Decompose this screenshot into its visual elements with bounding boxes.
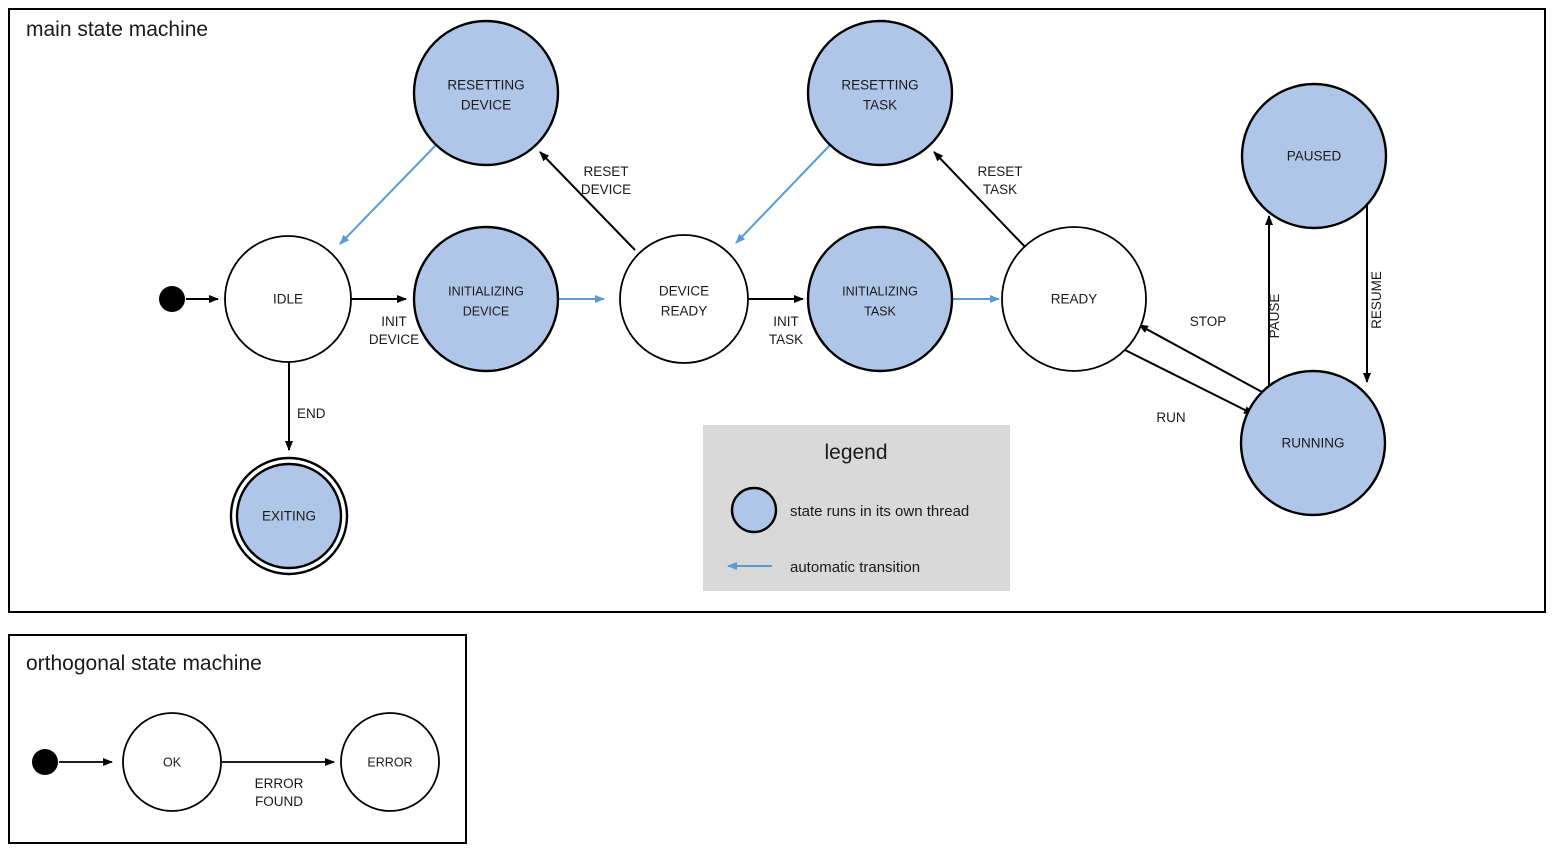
state-label-resetting-device-line2: DEVICE	[461, 98, 511, 113]
main-panel-title: main state machine	[26, 18, 208, 41]
start-dot-main	[159, 286, 185, 312]
state-error[interactable]: ERROR	[340, 712, 440, 812]
edge-label-init-task-line2: TASK	[769, 332, 803, 347]
legend-item-thread-state-text: state runs in its own thread	[790, 503, 969, 520]
transition-idle-to-initializing-device: INIT DEVICE	[351, 295, 419, 347]
state-label-initializing-task-line2: TASK	[864, 304, 896, 318]
edge-label-init-device-line1: INIT	[381, 314, 407, 329]
state-label-device-ready-line2: READY	[661, 304, 708, 319]
transition-ok-to-error: ERROR FOUND	[222, 758, 335, 809]
edge-label-reset-task-line2: TASK	[983, 182, 1017, 197]
edge-label-stop: STOP	[1190, 314, 1227, 329]
edge-label-run: RUN	[1156, 410, 1185, 425]
edge-label-pause: PAUSE	[1267, 294, 1282, 339]
transition-running-to-ready: STOP	[1138, 314, 1263, 393]
legend-thread-state-circle-icon	[730, 486, 778, 534]
edge-label-reset-device-line1: RESET	[583, 164, 628, 179]
state-ok[interactable]: OK	[122, 712, 222, 812]
transition-ready-to-resetting-task: RESET TASK	[933, 151, 1029, 251]
orthogonal-panel-title: orthogonal state machine	[26, 652, 262, 675]
transition-resetting-device-to-idle	[339, 144, 437, 245]
state-label-exiting: EXITING	[262, 509, 316, 524]
edge-label-reset-task-line1: RESET	[977, 164, 1022, 179]
state-label-resetting-task-line2: TASK	[863, 98, 897, 113]
transition-device-ready-to-resetting-device: RESET DEVICE	[539, 151, 636, 251]
state-ready[interactable]: READY	[1001, 226, 1147, 372]
state-label-ready: READY	[1051, 292, 1098, 307]
transition-idle-to-exiting: END	[285, 362, 326, 451]
state-label-paused: PAUSED	[1287, 149, 1342, 164]
legend-item-automatic-transition-text: automatic transition	[790, 559, 920, 576]
state-idle[interactable]: IDLE	[224, 235, 352, 363]
edge-label-init-task-line1: INIT	[773, 314, 799, 329]
edge-label-error-found-line2: FOUND	[255, 794, 303, 809]
state-device-ready[interactable]: DEVICE READY	[619, 234, 749, 364]
state-label-device-ready-line1: DEVICE	[659, 284, 709, 299]
state-label-initializing-device-line2: DEVICE	[463, 304, 510, 318]
state-label-idle: IDLE	[273, 292, 303, 307]
state-exiting[interactable]: EXITING	[229, 456, 349, 576]
legend: legend state runs in its own thread auto…	[703, 425, 1010, 591]
transition-ready-to-running: RUN	[1124, 349, 1254, 425]
state-label-error: ERROR	[367, 755, 412, 769]
state-running[interactable]: RUNNING	[1239, 369, 1387, 517]
state-paused[interactable]: PAUSED	[1240, 82, 1388, 230]
state-label-initializing-task-line1: INITIALIZING	[842, 284, 918, 298]
state-label-running: RUNNING	[1282, 436, 1345, 451]
edge-label-reset-device-line2: DEVICE	[581, 182, 631, 197]
edge-label-error-found-line1: ERROR	[255, 776, 304, 791]
state-initializing-device[interactable]: INITIALIZING DEVICE	[412, 225, 560, 373]
state-initializing-task[interactable]: INITIALIZING TASK	[806, 225, 954, 373]
transition-running-to-paused: PAUSE	[1265, 215, 1282, 395]
state-resetting-task[interactable]: RESETTING TASK	[806, 19, 954, 167]
state-label-ok: OK	[163, 755, 182, 769]
edge-label-end: END	[297, 406, 326, 421]
state-resetting-device[interactable]: RESETTING DEVICE	[412, 19, 560, 167]
start-dot-orthogonal	[32, 749, 58, 775]
transition-device-ready-to-initializing-task: INIT TASK	[748, 295, 804, 347]
legend-title: legend	[824, 441, 887, 464]
transition-resetting-task-to-device-ready	[735, 144, 831, 244]
state-label-initializing-device-line1: INITIALIZING	[448, 284, 524, 298]
edge-label-init-device-line2: DEVICE	[369, 332, 419, 347]
edge-label-resume: RESUME	[1369, 271, 1384, 329]
state-label-resetting-device-line1: RESETTING	[447, 78, 524, 93]
transition-paused-to-running: RESUME	[1363, 204, 1384, 383]
state-label-resetting-task-line1: RESETTING	[841, 78, 918, 93]
